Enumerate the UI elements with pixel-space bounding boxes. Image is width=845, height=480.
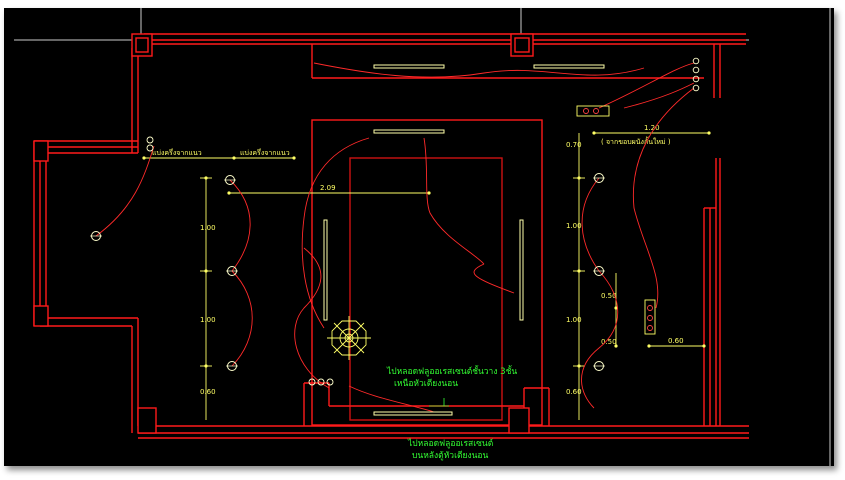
cad-viewport: แบ่งครึ่งจากแนว แบ่งครึ่งจากแนว 2.09 1.2…: [4, 8, 834, 466]
dim-left-col-3: 0.60: [200, 388, 216, 396]
wall-outlet-icon: [146, 136, 154, 152]
ceiling-light-icon: [224, 175, 236, 185]
wall-outlet-icon: [576, 105, 610, 117]
dim-right-col-3: 1.00: [566, 316, 582, 324]
dim-right-col-1: 0.70: [566, 141, 582, 149]
ceiling-light-icon: [593, 173, 605, 183]
annotations: ไปหลอดฟลูออเรสเซนต์ชั้นวาง 3ชั้น เหนือหั…: [386, 365, 517, 461]
ceiling-lights: [90, 173, 605, 371]
dim-left-col-2: 1.00: [200, 316, 216, 324]
dim-right-mid-2: 0.50: [601, 338, 617, 346]
dim-right-top: 1.20: [644, 124, 660, 132]
note-lower-line1: ไปหลอดฟลูออเรสเซนต์: [407, 438, 493, 449]
chandelier-icon: [327, 316, 371, 360]
wall-outlet-icon: [644, 299, 656, 335]
fluorescent-lamp-icon: [533, 64, 605, 69]
note-upper-line2: เหนือหัวเตียงนอน: [394, 378, 458, 389]
dim-top-left-a: แบ่งครึ่งจากแนว: [152, 148, 202, 157]
fluorescent-lamp-icon: [323, 219, 328, 321]
dim-right-col-2: 1.00: [566, 222, 582, 230]
switch-group-icon: [692, 57, 700, 92]
dim-center-span: 2.09: [320, 184, 336, 192]
note-lower-line2: บนหลังตู้หัวเตียงนอน: [412, 450, 489, 461]
wall-outlets: [146, 57, 700, 386]
floor-plan-drawing: แบ่งครึ่งจากแนว แบ่งครึ่งจากแนว 2.09 1.2…: [14, 8, 831, 466]
dim-top-left-b: แบ่งครึ่งจากแนว: [240, 148, 290, 157]
ceiling-light-icon: [226, 361, 238, 371]
dim-right-wall: 0.60: [668, 337, 684, 345]
fluorescent-lamp-icon: [373, 411, 453, 416]
dim-left-col-1: 1.00: [200, 224, 216, 232]
switch-group-icon: [308, 378, 334, 386]
electrical-wiring: [95, 62, 695, 413]
fluorescent-lamps: [323, 64, 605, 416]
fluorescent-lamp-icon: [373, 64, 445, 69]
fluorescent-lamp-icon: [373, 129, 445, 134]
ceiling-light-icon: [593, 361, 605, 371]
dim-right-col-4: 0.60: [566, 388, 582, 396]
column-posts: [33, 33, 534, 434]
annotation-leaders: [429, 398, 449, 407]
walls: [33, 33, 749, 439]
dim-right-mid-1: 0.50: [601, 292, 617, 300]
ceiling-light-icon: [90, 231, 102, 241]
note-upper-line1: ไปหลอดฟลูออเรสเซนต์ชั้นวาง 3ชั้น: [386, 365, 517, 377]
dim-right-top-note: ( จากขอบผนังกั้นใหม่ ): [601, 135, 671, 146]
dimension-ticks: [142, 131, 711, 368]
fluorescent-lamp-icon: [519, 219, 524, 321]
dimension-labels: แบ่งครึ่งจากแนว แบ่งครึ่งจากแนว 2.09 1.2…: [152, 124, 684, 396]
ceiling-light-icon: [226, 266, 238, 276]
ceiling-light-icon: [593, 266, 605, 276]
